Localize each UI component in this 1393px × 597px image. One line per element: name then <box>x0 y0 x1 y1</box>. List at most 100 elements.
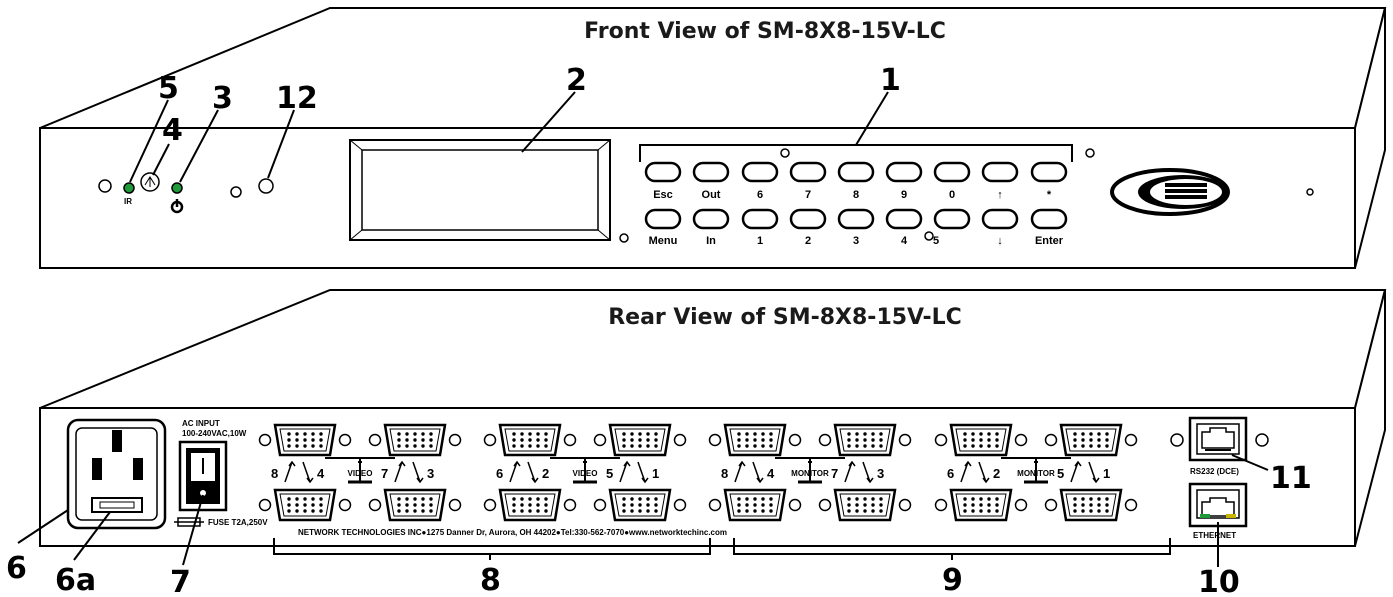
port-group-3: MONITOR 8 4 7 3 <box>708 423 912 522</box>
port-number-label: 6 <box>496 466 503 481</box>
vga-port[interactable] <box>258 488 352 522</box>
port-number-label: 4 <box>317 466 325 481</box>
callout-1: 1 <box>880 63 901 98</box>
signal-arrows-icon <box>960 460 990 484</box>
vga-port[interactable] <box>818 488 912 522</box>
vga-port[interactable] <box>483 488 577 522</box>
top-key-9[interactable]: * <box>1030 161 1068 201</box>
port-group-1: VIDEO 8 4 7 3 <box>258 423 462 522</box>
bottom-key-1[interactable]: Menu <box>644 208 682 247</box>
vga-port[interactable] <box>708 488 802 522</box>
port-number-label: 6 <box>947 466 954 481</box>
top-key-4[interactable]: 7 <box>789 161 827 201</box>
power-icon <box>170 199 184 214</box>
front-hole-5 <box>1085 148 1095 158</box>
front-hole-1 <box>98 179 112 193</box>
signal-arrows-icon <box>1070 460 1100 484</box>
bottom-key-4[interactable]: 2 <box>789 208 827 247</box>
bottom-key-6[interactable]: 4 <box>885 208 923 247</box>
callout-3: 3 <box>212 81 233 116</box>
vga-port[interactable] <box>368 423 462 457</box>
port-number-label: 8 <box>271 466 278 481</box>
monitor-label: MONITOR <box>1017 469 1055 478</box>
ethernet-label: ETHERNET <box>1193 531 1236 540</box>
port-number-label: 3 <box>427 466 434 481</box>
bottom-key-label: Enter <box>1035 235 1064 247</box>
callout-6a: 6a <box>55 563 96 597</box>
rs232-port[interactable] <box>1188 416 1248 462</box>
ac-rating-label: 100-240VAC,10W <box>182 429 247 438</box>
fuse-holder <box>91 497 143 513</box>
top-key-8[interactable]: ↑ <box>981 161 1019 201</box>
power-led <box>171 182 183 194</box>
ir-led <box>123 182 135 194</box>
port-number-label: 7 <box>381 466 388 481</box>
vga-port[interactable] <box>368 488 462 522</box>
callout-8: 8 <box>480 563 501 597</box>
vga-port[interactable] <box>258 423 352 457</box>
top-key-6[interactable]: 9 <box>885 161 923 201</box>
fuse-icon <box>174 517 204 527</box>
port-number-label: 4 <box>767 466 775 481</box>
front-hole-4 <box>780 148 790 158</box>
bottom-key-8[interactable]: ↓ <box>981 208 1019 247</box>
port-number-label: 1 <box>652 466 659 481</box>
vga-port[interactable] <box>1044 423 1138 457</box>
fuse-label: FUSE T2A,250V <box>208 518 268 527</box>
bottom-key-2[interactable]: In <box>692 208 730 247</box>
top-key-5[interactable]: 8 <box>837 161 875 201</box>
top-key-label: 8 <box>853 189 859 201</box>
signal-arrows-icon <box>394 460 424 484</box>
port-number-label: 1 <box>1103 466 1110 481</box>
port-group-2: VIDEO 6 2 5 1 <box>483 423 687 522</box>
reset-button[interactable] <box>258 178 274 194</box>
rear-chassis <box>39 289 1387 547</box>
bottom-key-9[interactable]: Enter <box>1030 208 1068 247</box>
ir-sensor-glyph <box>144 176 156 187</box>
lcd-display <box>349 139 611 241</box>
port-number-label: 5 <box>606 466 613 481</box>
vga-port[interactable] <box>593 488 687 522</box>
bottom-key-5[interactable]: 3 <box>837 208 875 247</box>
vga-port[interactable] <box>483 423 577 457</box>
bottom-key-7[interactable]: 5 <box>933 208 971 247</box>
bottom-key-label: 3 <box>853 235 859 247</box>
top-key-label: 9 <box>901 189 907 201</box>
port-number-label: 7 <box>831 466 838 481</box>
top-key-2[interactable]: Out <box>692 161 730 201</box>
power-switch[interactable] <box>178 440 228 512</box>
top-key-7[interactable]: 0 <box>933 161 971 201</box>
monitor-label: MONITOR <box>791 469 829 478</box>
signal-arrows-icon <box>509 460 539 484</box>
signal-arrows-icon <box>844 460 874 484</box>
top-key-label: ↑ <box>997 189 1003 201</box>
callout-4: 4 <box>162 113 183 148</box>
callout-7: 7 <box>170 565 191 597</box>
callout-6: 6 <box>6 551 27 586</box>
port-number-label: 2 <box>993 466 1000 481</box>
rs232-label: RS232 (DCE) <box>1190 467 1239 476</box>
callout-11: 11 <box>1270 461 1312 496</box>
port-number-label: 8 <box>721 466 728 481</box>
video-label: VIDEO <box>573 469 598 478</box>
callout-5: 5 <box>158 71 179 106</box>
ethernet-port[interactable] <box>1188 482 1248 528</box>
bottom-key-3[interactable]: 1 <box>741 208 779 247</box>
vga-port[interactable] <box>934 488 1028 522</box>
top-key-1[interactable]: Esc <box>644 161 682 201</box>
bottom-key-label: 2 <box>805 235 811 247</box>
port-number-label: 2 <box>542 466 549 481</box>
port-number-label: 3 <box>877 466 884 481</box>
top-key-3[interactable]: 6 <box>741 161 779 201</box>
vga-port[interactable] <box>593 423 687 457</box>
signal-arrows-icon <box>734 460 764 484</box>
vga-port[interactable] <box>818 423 912 457</box>
rear-hole-2 <box>1255 433 1269 447</box>
vga-port[interactable] <box>708 423 802 457</box>
vga-port[interactable] <box>1044 488 1138 522</box>
vga-port[interactable] <box>934 423 1028 457</box>
video-label: VIDEO <box>348 469 373 478</box>
